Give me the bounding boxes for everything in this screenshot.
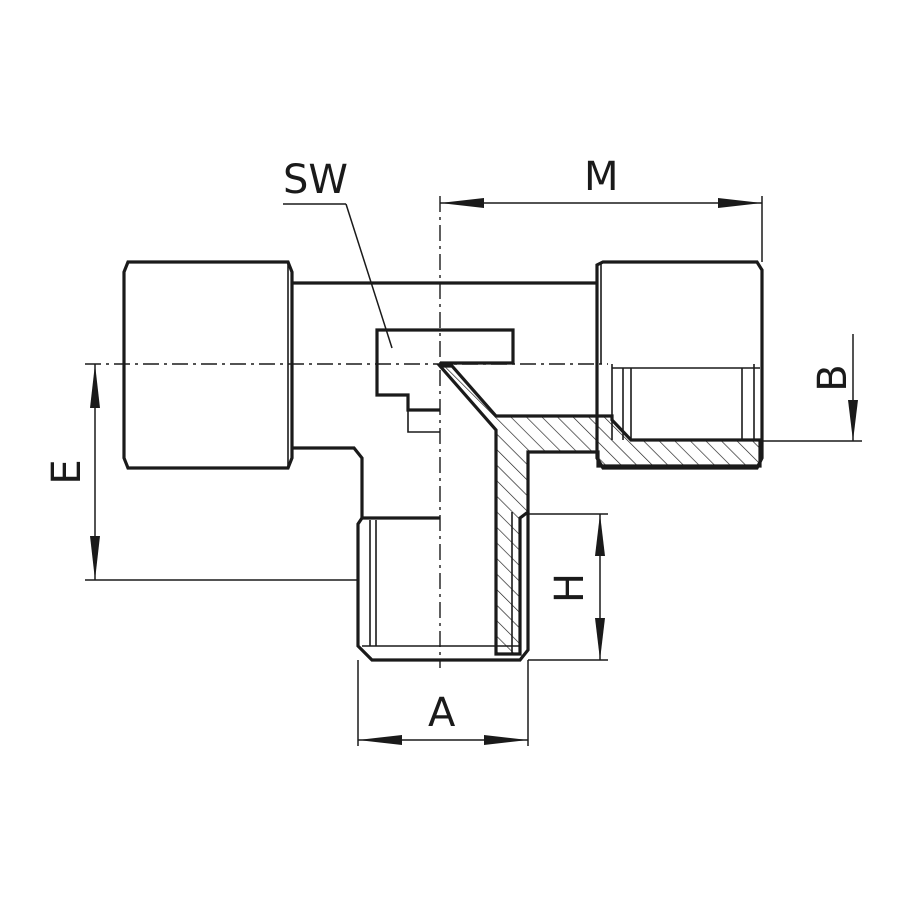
dimension-label-b: B bbox=[810, 364, 856, 391]
section-hatch bbox=[436, 364, 762, 656]
left-nut bbox=[122, 260, 294, 470]
dimension-h: H bbox=[528, 513, 608, 661]
dimension-label-a: A bbox=[428, 690, 456, 736]
tee-body bbox=[292, 281, 597, 518]
dimension-a: A bbox=[357, 660, 529, 746]
dimension-label-e: E bbox=[44, 459, 90, 484]
dimension-b: B bbox=[762, 334, 862, 442]
dimension-label-sw: SW bbox=[283, 157, 348, 203]
dimension-e: E bbox=[44, 364, 358, 581]
centerlines bbox=[85, 196, 608, 668]
dimension-label-m: M bbox=[584, 154, 619, 200]
dimension-label-h: H bbox=[547, 573, 593, 603]
dimension-m: M bbox=[440, 154, 763, 262]
dimension-sw: SW bbox=[283, 157, 393, 349]
right-nut bbox=[595, 260, 764, 470]
bottom-stem bbox=[356, 512, 530, 662]
